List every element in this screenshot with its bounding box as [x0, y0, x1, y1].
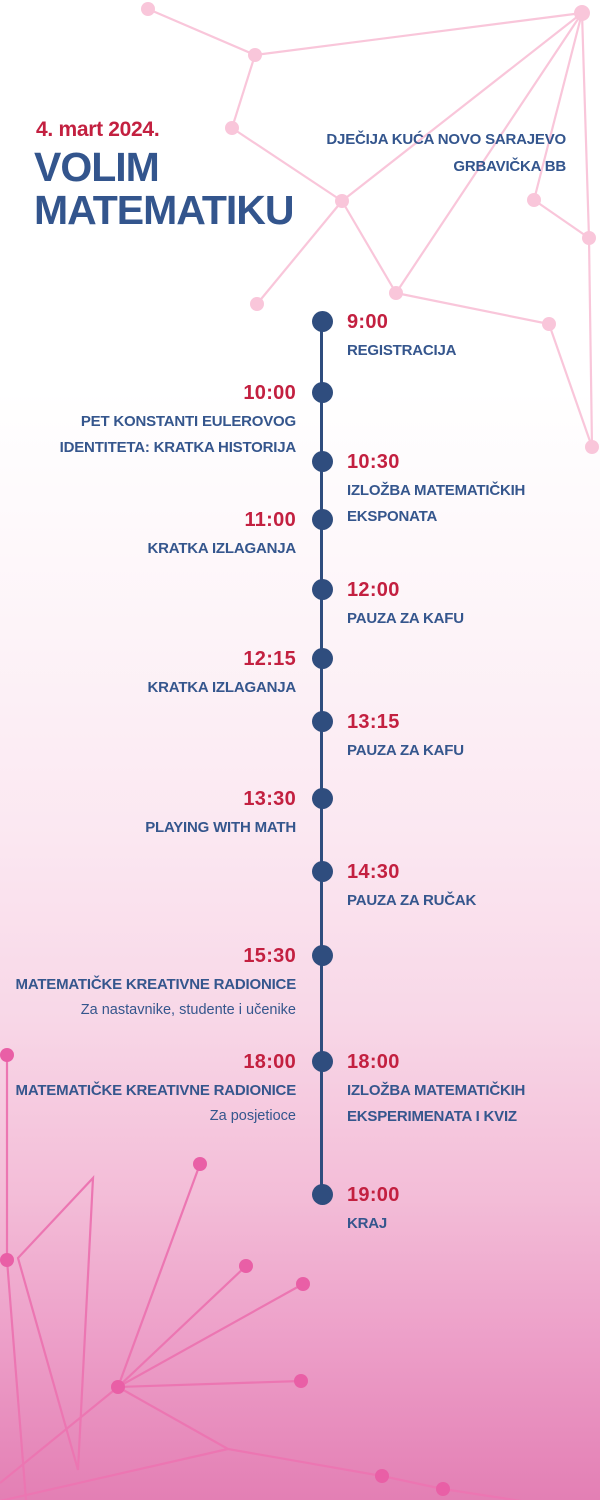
event-time: 18:00: [347, 1051, 400, 1073]
event-time: 18:00: [243, 1051, 296, 1073]
venue-address: DJEČIJA KUĆA NOVO SARAJEVO GRBAVIČKA BB: [326, 126, 566, 180]
timeline-event-pauza-rucak: 14:30 PAUZA ZA RUČAK: [347, 861, 476, 914]
event-title: PET KONSTANTI EULEROVOG IDENTITETA: KRAT…: [59, 413, 297, 456]
timeline-dot: [312, 451, 333, 472]
timeline-event-radionice-posjetioci: 18:00 MATEMATIČKE KREATIVNE RADIONICE Za…: [15, 1051, 297, 1128]
timeline-event-pauza-kafa-2: 13:15 PAUZA ZA KAFU: [347, 711, 464, 764]
event-subtitle: Za nastavnike, studente i učenike: [80, 1002, 296, 1018]
event-time: 19:00: [347, 1184, 400, 1206]
timeline-event-izlozba-eksperimenata: 18:00 IZLOŽBA MATEMATIČKIH EKSPERIMENATA…: [347, 1051, 565, 1130]
timeline-dot: [312, 1184, 333, 1205]
event-time: 15:30: [243, 945, 296, 967]
timeline-dot: [312, 311, 333, 332]
title-line-2: MATEMATIKU: [34, 187, 294, 233]
event-title: MATEMATIČKE KREATIVNE RADIONICE: [15, 1082, 297, 1099]
event-title: MATEMATIČKE KREATIVNE RADIONICE: [15, 976, 297, 993]
event-time: 10:00: [243, 382, 296, 404]
timeline-dot: [312, 945, 333, 966]
event-time: 10:30: [347, 451, 400, 473]
event-title: PAUZA ZA KAFU: [347, 742, 464, 759]
timeline-dot: [312, 1051, 333, 1072]
title-line-1: VOLIM: [34, 144, 160, 190]
event-title: IZLOŽBA MATEMATIČKIH EKSPERIMENATA I KVI…: [347, 1082, 526, 1125]
event-title: KRATKA IZLAGANJA: [147, 540, 297, 557]
venue-line-1: DJEČIJA KUĆA NOVO SARAJEVO: [326, 131, 566, 148]
timeline-event-kratka-izlaganja-1: 11:00 KRATKA IZLAGANJA: [147, 509, 297, 562]
page-title: VOLIM MATEMATIKU: [34, 144, 294, 233]
event-title: REGISTRACIJA: [347, 342, 457, 359]
timeline-dot: [312, 382, 333, 403]
event-time: 14:30: [347, 861, 400, 883]
event-time: 9:00: [347, 311, 389, 333]
timeline-dot: [312, 509, 333, 530]
timeline-event-kratka-izlaganja-2: 12:15 KRATKA IZLAGANJA: [147, 648, 297, 701]
timeline-event-pauza-kafa-1: 12:00 PAUZA ZA KAFU: [347, 579, 464, 632]
timeline-dot: [312, 788, 333, 809]
event-time: 13:15: [347, 711, 400, 733]
timeline-event-izlozba-eksponata: 10:30 IZLOŽBA MATEMATIČKIH EKSPONATA: [347, 451, 565, 530]
event-title: IZLOŽBA MATEMATIČKIH EKSPONATA: [347, 482, 526, 525]
timeline-dot: [312, 861, 333, 882]
timeline-dot: [312, 648, 333, 669]
event-title: PAUZA ZA KAFU: [347, 610, 464, 627]
timeline-event-radionice-nastavnici: 15:30 MATEMATIČKE KREATIVNE RADIONICE Za…: [15, 945, 297, 1022]
event-time: 11:00: [244, 509, 296, 531]
event-time: 13:30: [243, 788, 296, 810]
timeline-line: [320, 322, 323, 1188]
event-title: PLAYING WITH MATH: [145, 819, 296, 836]
timeline-dot: [312, 579, 333, 600]
event-time: 12:00: [347, 579, 400, 601]
event-title: KRATKA IZLAGANJA: [147, 679, 297, 696]
event-title: PAUZA ZA RUČAK: [347, 892, 477, 909]
event-title: KRAJ: [347, 1215, 388, 1232]
timeline-event-pet-konstanti: 10:00 PET KONSTANTI EULEROVOG IDENTITETA…: [56, 382, 297, 461]
event-subtitle: Za posjetioce: [209, 1108, 296, 1124]
venue-line-2: GRBAVIČKA BB: [453, 158, 566, 175]
timeline-dot: [312, 711, 333, 732]
timeline-event-registracija: 9:00 REGISTRACIJA: [347, 311, 456, 364]
event-date: 4. mart 2024.: [36, 118, 160, 141]
timeline-event-kraj: 19:00 KRAJ: [347, 1184, 400, 1237]
timeline-event-playing-with-math: 13:30 PLAYING WITH MATH: [145, 788, 296, 841]
event-time: 12:15: [243, 648, 296, 670]
